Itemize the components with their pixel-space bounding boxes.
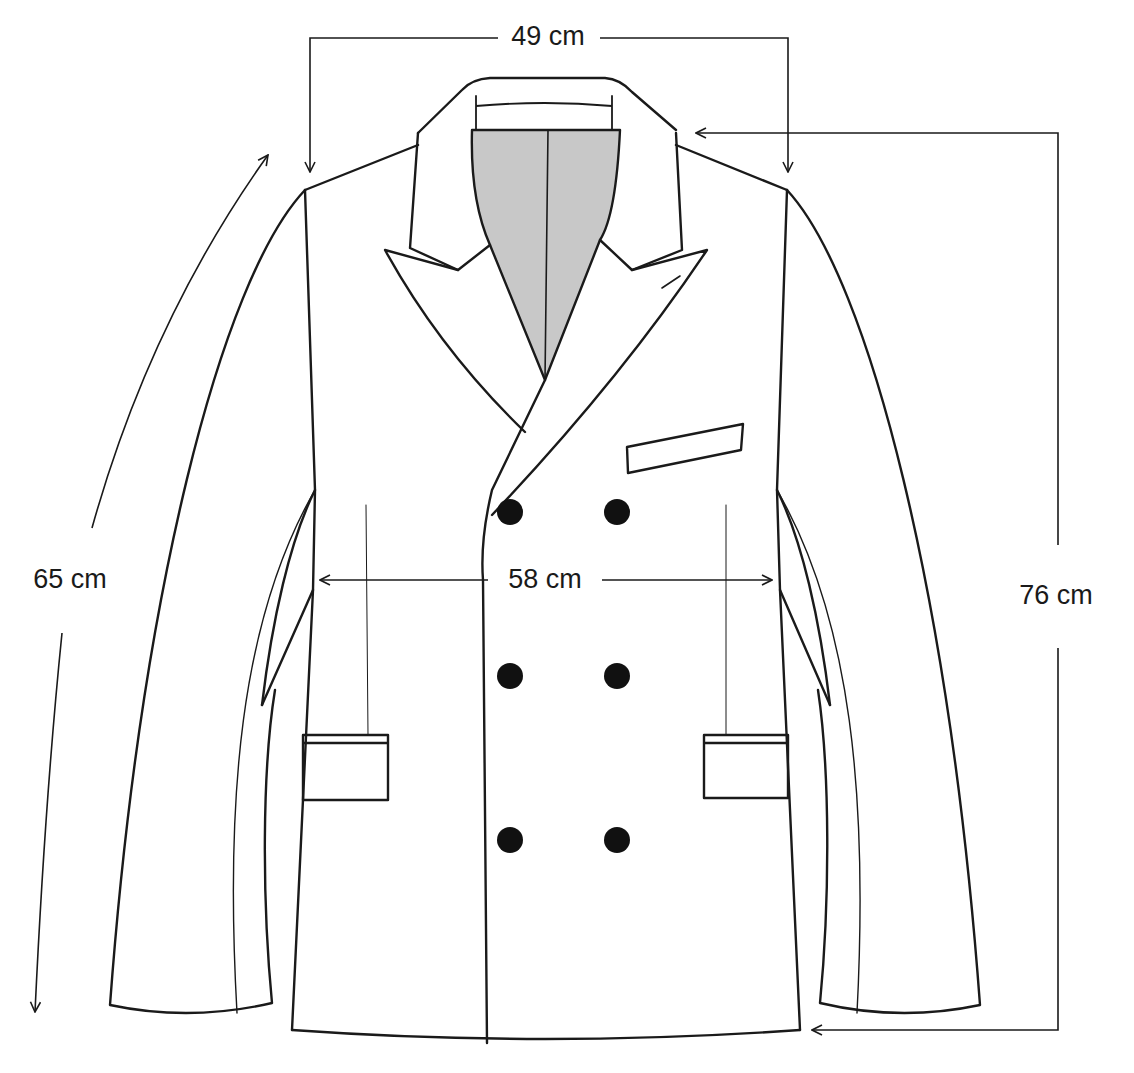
dimension-label: 76 cm [1014,580,1098,611]
dimension-label: 49 cm [506,21,590,52]
dimension-label: 58 cm [503,564,587,595]
dimension-lines [35,38,1058,1030]
buttons [497,499,630,853]
dimension-label: 65 cm [28,564,112,595]
jacket-outline [110,78,980,1043]
